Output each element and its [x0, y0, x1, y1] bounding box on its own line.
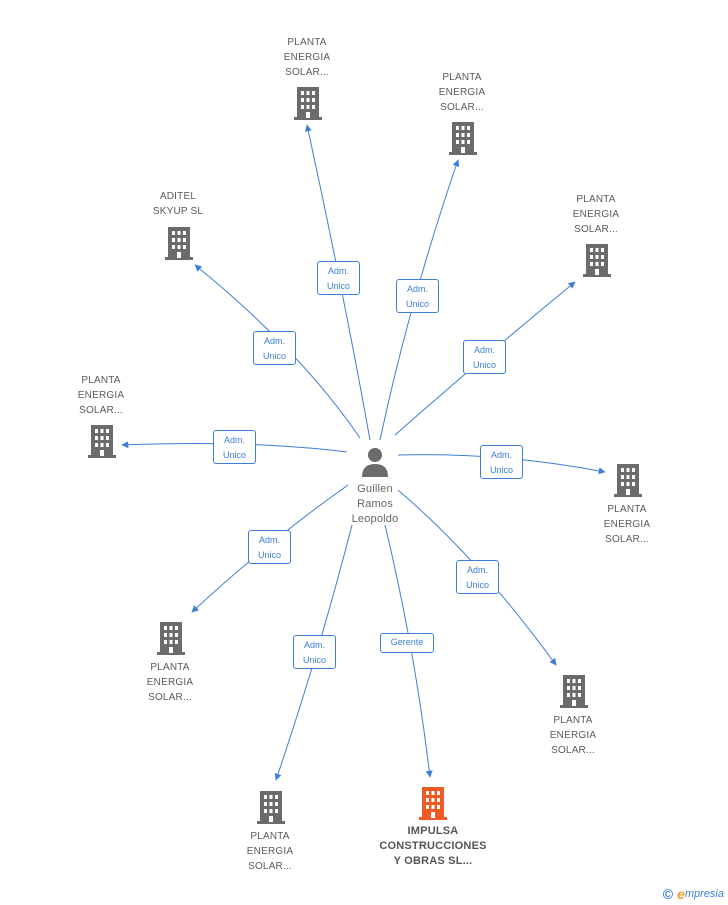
role-line: Unico: [257, 550, 281, 560]
person-node[interactable]: Guillen Ramos Leopoldo: [335, 444, 415, 529]
role-badge[interactable]: Gerente: [380, 633, 434, 653]
role-line: Unico: [262, 351, 286, 361]
role-line: Adm.: [258, 535, 280, 545]
role-badge[interactable]: Adm. Unico: [213, 430, 256, 464]
role-line: Unico: [465, 580, 489, 590]
building-icon: [157, 622, 185, 655]
building-icon: [257, 791, 285, 824]
role-line: Unico: [222, 450, 246, 460]
role-line: Unico: [489, 465, 513, 475]
role-line: Adm.: [466, 565, 488, 575]
role-line: Adm.: [223, 435, 245, 445]
role-badge[interactable]: Adm. Unico: [317, 261, 360, 295]
building-icon: [88, 425, 116, 458]
role-line: Adm.: [327, 266, 349, 276]
role-line: Adm.: [406, 284, 428, 294]
building-icon: [614, 464, 642, 497]
copyright-icon: ©: [662, 886, 674, 902]
role-line: Adm.: [263, 336, 285, 346]
role-line: Adm.: [303, 640, 325, 650]
building-icon: [294, 87, 322, 120]
person-icon: [362, 448, 388, 477]
building-icon: [583, 244, 611, 277]
brand-name: mpresia: [684, 888, 724, 900]
role-badge[interactable]: Adm. Unico: [480, 445, 523, 479]
role-line: Unico: [302, 655, 326, 665]
brand-footer: © e mpresia: [663, 886, 724, 902]
role-line: Unico: [472, 360, 496, 370]
building-icon: [165, 227, 193, 260]
role-line: Gerente: [390, 637, 424, 647]
role-badge[interactable]: Adm. Unico: [248, 530, 291, 564]
role-badge[interactable]: Adm. Unico: [293, 635, 336, 669]
role-badge[interactable]: Adm. Unico: [463, 340, 506, 374]
role-line: Adm.: [490, 450, 512, 460]
building-icon: [560, 675, 588, 708]
person-name: Guillen Ramos Leopoldo: [351, 483, 399, 525]
role-line: Unico: [326, 281, 350, 291]
role-badge[interactable]: Adm. Unico: [253, 331, 296, 365]
role-badge[interactable]: Adm. Unico: [456, 560, 499, 594]
role-badge[interactable]: Adm. Unico: [396, 279, 439, 313]
building-icon: [419, 787, 447, 820]
building-icon: [449, 122, 477, 155]
role-line: Adm.: [473, 345, 495, 355]
brand-initial: e: [677, 886, 685, 902]
role-line: Unico: [405, 299, 429, 309]
